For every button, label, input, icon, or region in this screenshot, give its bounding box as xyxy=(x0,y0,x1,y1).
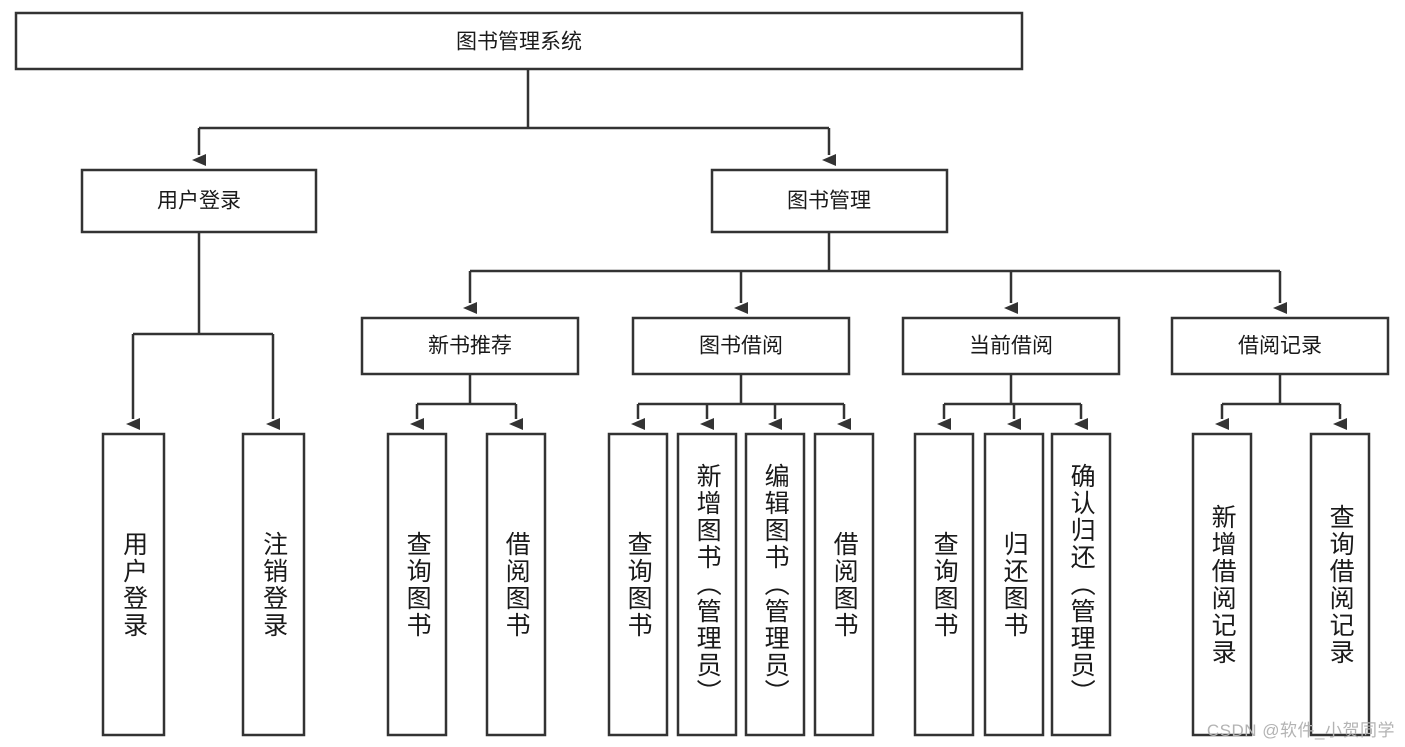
leaf-confirm-return-box[interactable] xyxy=(1050,432,1112,737)
node-user-login[interactable]: 用户登录 xyxy=(80,168,318,234)
leaf-query-book-rec-box[interactable] xyxy=(386,432,448,737)
node-current-borrow-label: 当前借阅 xyxy=(969,335,1053,358)
leaf-boxes xyxy=(101,432,1371,737)
node-book-manage-box[interactable] xyxy=(710,168,949,234)
leaf-query-book-borrow-box[interactable] xyxy=(607,432,669,737)
node-borrow-record[interactable]: 借阅记录 xyxy=(1170,316,1390,376)
leaf-query-record-box[interactable] xyxy=(1309,432,1371,737)
node-borrow-record-box[interactable] xyxy=(1170,316,1390,376)
csdn-watermark: CSDN @软件_小贺同学 xyxy=(1206,721,1395,740)
node-book-manage-label: 图书管理 xyxy=(787,190,871,213)
leaf-logout-box[interactable] xyxy=(241,432,306,737)
connector-group xyxy=(126,69,1347,430)
node-current-borrow-box[interactable] xyxy=(901,316,1121,376)
leaf-add-book-box[interactable] xyxy=(676,432,738,737)
leaf-add-record-box[interactable] xyxy=(1191,432,1253,737)
node-current-borrow[interactable]: 当前借阅 xyxy=(901,316,1121,376)
node-user-login-label: 用户登录 xyxy=(157,190,241,213)
node-new-book-rec-label: 新书推荐 xyxy=(428,335,512,358)
node-new-book-rec-box[interactable] xyxy=(360,316,580,376)
node-root[interactable]: 图书管理系统 xyxy=(14,11,1024,71)
leaf-borrow-book-rec-box[interactable] xyxy=(485,432,547,737)
leaf-query-book-cur-box[interactable] xyxy=(913,432,975,737)
node-book-manage[interactable]: 图书管理 xyxy=(710,168,949,234)
node-root-box[interactable] xyxy=(14,11,1024,71)
node-root-label: 图书管理系统 xyxy=(456,31,582,54)
node-book-borrow-box[interactable] xyxy=(631,316,851,376)
leaf-edit-book-box[interactable] xyxy=(744,432,806,737)
leaf-borrow-book-box[interactable] xyxy=(813,432,875,737)
leaf-user-login-box[interactable] xyxy=(101,432,166,737)
leaf-return-book-box[interactable] xyxy=(983,432,1045,737)
node-new-book-rec[interactable]: 新书推荐 xyxy=(360,316,580,376)
node-borrow-record-label: 借阅记录 xyxy=(1238,335,1322,358)
node-book-borrow[interactable]: 图书借阅 xyxy=(631,316,851,376)
node-user-login-box[interactable] xyxy=(80,168,318,234)
node-book-borrow-label: 图书借阅 xyxy=(699,335,783,358)
